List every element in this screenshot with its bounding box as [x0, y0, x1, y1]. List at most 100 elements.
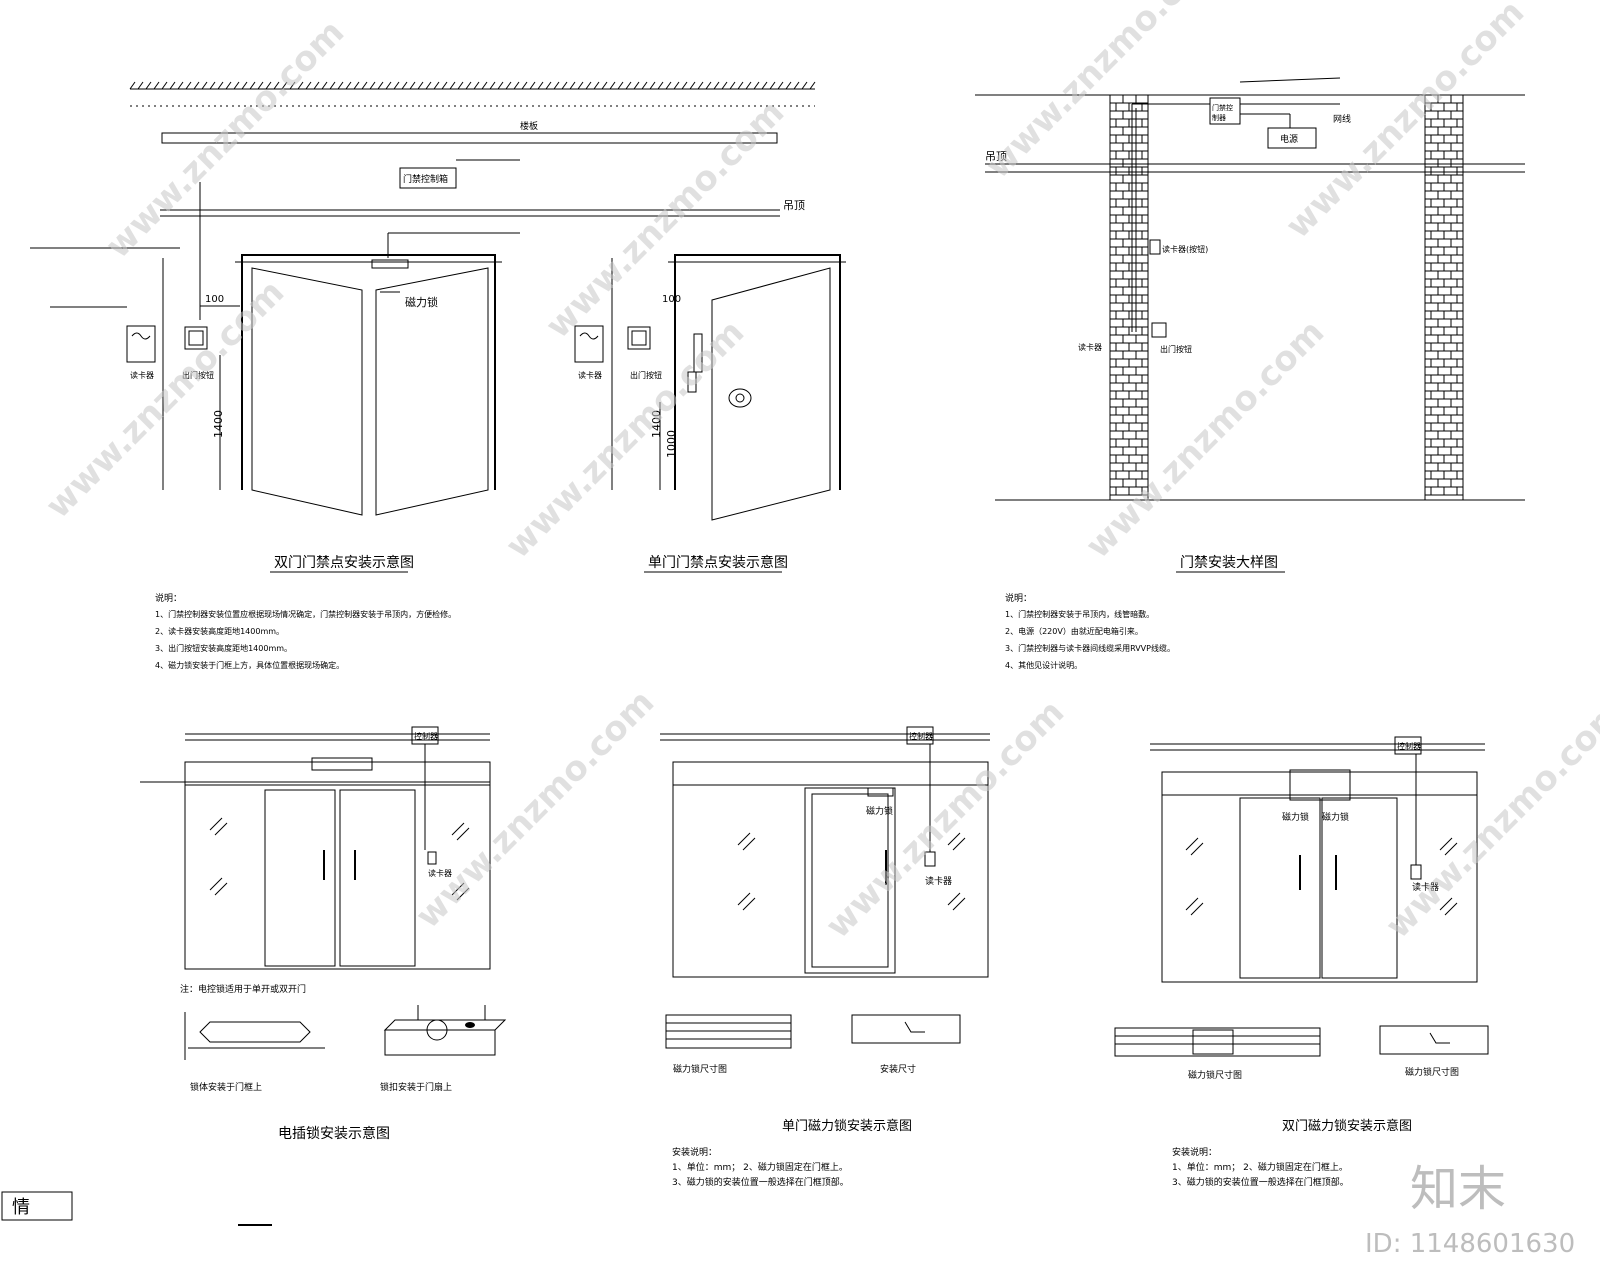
power-label: 电源 [1280, 133, 1298, 145]
gdm-lock-right-label: 磁力锁 [1322, 811, 1349, 823]
gdm-lock-left-label: 磁力锁 [1282, 811, 1309, 823]
slab-hatch [129, 81, 816, 90]
dim-100: 100 [205, 294, 224, 305]
gde-reader-label: 读卡器 [428, 868, 452, 878]
gsm-note: 1、单位：mm； 2、磁力锁固定在门框上。 [672, 1161, 848, 1173]
gdm-leaf-right [1321, 797, 1398, 979]
gsm-dim2: 安装尺寸 [880, 1063, 916, 1075]
wall-detail-title: 门禁安装大样图 [1180, 555, 1278, 571]
reader-label: 读卡器 [130, 370, 154, 380]
network-label: 网线 [1333, 113, 1351, 125]
single-door-drawing: 100 读卡器 出门按钮 1400 1000 单门门禁点安装示意图 [574, 254, 846, 573]
wall-reader-label: 读卡器(按钮) [1162, 244, 1208, 254]
brand-logo: 知末 [1410, 1161, 1506, 1217]
single-exit-button [627, 326, 651, 350]
gsm-reader-label: 读卡器 [925, 875, 952, 887]
wall-exit-label: 出门按钮 [1160, 344, 1192, 354]
gdm-controller-label: 控制器 [1397, 741, 1421, 751]
wall-controller-label2: 制器 [1212, 113, 1226, 122]
gde-leaf-left [264, 789, 336, 967]
double-door-drawing: 楼板 吊顶 门禁控制箱 磁力锁 100 读卡器 出门按钮 1400 [30, 81, 816, 573]
wall-exit-button [1151, 322, 1167, 338]
gsm-reader [924, 851, 936, 867]
notes-left-line: 2、读卡器安装高度距地1400mm。 [155, 626, 284, 636]
notes-right-line: 2、电源（220V）由就近配电箱引来。 [1005, 626, 1143, 636]
watermark-text: www.znzmo.com [408, 682, 662, 936]
wall-left-label: 读卡器 [1078, 342, 1102, 352]
single-door-leaf [711, 267, 831, 521]
watermark-text: www.znzmo.com [498, 312, 752, 566]
single-dim-1400: 1400 [650, 410, 663, 438]
gdm-title: 双门磁力锁安装示意图 [1282, 1118, 1412, 1134]
gsm-controller [906, 726, 934, 745]
gsm-title: 单门磁力锁安装示意图 [782, 1118, 912, 1134]
single-card-reader [574, 325, 604, 363]
gsm-lock [867, 787, 894, 797]
left-door-leaf [251, 267, 363, 516]
wall-detail-drawing: 吊顶 门禁控 制器 电源 网线 读卡器(按钮) 出门按钮 读卡器 门禁安装大样图 [975, 77, 1525, 573]
notes-right-line: 4、其他见设计说明。 [1005, 660, 1082, 670]
gdm-dim2: 磁力锁尺寸图 [1405, 1066, 1459, 1078]
footer: 情 知末 ID: 1148601630 [1, 1161, 1575, 1259]
exit-label: 出门按钮 [182, 370, 214, 380]
image-id: ID: 1148601630 [1365, 1229, 1575, 1259]
watermark-text: www.znzmo.com [38, 272, 292, 526]
glass-single-magnetic: 控制器 磁力锁 读卡器 磁力锁尺寸图 安装尺寸 单门磁力锁安装示意图 安装说明：… [660, 726, 990, 1188]
door-handle [728, 388, 752, 408]
notes-left-line: 1、门禁控制器安装位置应根据现场情况确定，门禁控制器安装于吊顶内，方便检修。 [155, 609, 456, 619]
notes-left: 说明： 1、门禁控制器安装位置应根据现场情况确定，门禁控制器安装于吊顶内，方便检… [155, 592, 456, 670]
electric-lock-strike [384, 1029, 496, 1056]
slab-label: 楼板 [520, 120, 538, 132]
sheet-tag: 情 [12, 1197, 30, 1218]
power-box [1267, 127, 1317, 149]
single-magnetic-lock [693, 333, 703, 373]
notes-left-heading: 说明： [155, 592, 182, 604]
gsm-note: 3、磁力锁的安装位置一般选择在门框顶部。 [672, 1176, 849, 1188]
gsm-controller-label: 控制器 [909, 731, 933, 741]
glass-double-magnetic: 控制器 磁力锁 磁力锁 读卡器 磁力锁尺寸图 磁力锁尺寸图 双门磁力锁安装示意图… [1114, 736, 1489, 1188]
gde-controller-label: 控制器 [414, 731, 438, 741]
electric-lock-body [199, 1021, 311, 1043]
double-door-title: 双门门禁点安装示意图 [274, 554, 414, 571]
gde-reader [427, 851, 437, 865]
gdm-reader [1410, 864, 1422, 880]
notes-left-line: 4、磁力锁安装于门框上方，具体位置根据现场确定。 [155, 660, 344, 670]
gsm-lock-label: 磁力锁 [866, 805, 893, 817]
watermark-text: www.znzmo.com [538, 92, 792, 346]
notes-right-line: 1、门禁控制器安装于吊顶内，线管暗敷。 [1005, 609, 1154, 619]
gde-sub2: 锁扣安装于门扇上 [380, 1081, 452, 1093]
notes-right-heading: 说明： [1005, 592, 1032, 604]
wall-card-reader [1149, 239, 1161, 255]
gdm-note: 3、磁力锁的安装位置一般选择在门框顶部。 [1172, 1176, 1349, 1188]
gdm-reader-label: 读卡器 [1412, 881, 1439, 893]
watermark-text: www.znzmo.com [1278, 0, 1532, 246]
notes-right: 说明： 1、门禁控制器安装于吊顶内，线管暗敷。 2、电源（220V）由就近配电箱… [1005, 592, 1175, 670]
single-door-title: 单门门禁点安装示意图 [648, 554, 788, 571]
controller-box [399, 167, 457, 189]
magnetic-lock-label: 磁力锁 [405, 295, 438, 309]
gsm-door-leaf [804, 787, 896, 974]
watermark-text: www.znzmo.com [1378, 692, 1600, 946]
controller-box-label: 门禁控制箱 [403, 173, 448, 185]
gsm-dim1: 磁力锁尺寸图 [673, 1063, 727, 1075]
watermark-text: www.znzmo.com [818, 692, 1072, 946]
gdm-dim1: 磁力锁尺寸图 [1188, 1069, 1242, 1081]
gde-title: 电插锁安装示意图 [278, 1125, 390, 1142]
glass-double-electric: 控制器 读卡器 注：电控锁适用于单开或双开门 锁体安装于门框上 锁扣安装于门扇 [140, 726, 507, 1142]
watermark-text: www.znzmo.com [98, 12, 352, 266]
gde-leaf-right [339, 789, 416, 967]
right-door-leaf [375, 267, 489, 516]
gdm-note: 安装说明： [1172, 1146, 1217, 1158]
sheet-tag-box [1, 1191, 73, 1221]
gdm-controller [1394, 736, 1422, 755]
notes-left-line: 3、出门按钮安装高度距地1400mm。 [155, 643, 292, 653]
exit-button [184, 326, 208, 350]
single-exit-label: 出门按钮 [630, 370, 662, 380]
dim-1400: 1400 [212, 410, 225, 438]
gdm-note: 1、单位：mm； 2、磁力锁固定在门框上。 [1172, 1161, 1348, 1173]
single-dim-100: 100 [662, 294, 681, 305]
magnetic-lock [371, 259, 409, 269]
